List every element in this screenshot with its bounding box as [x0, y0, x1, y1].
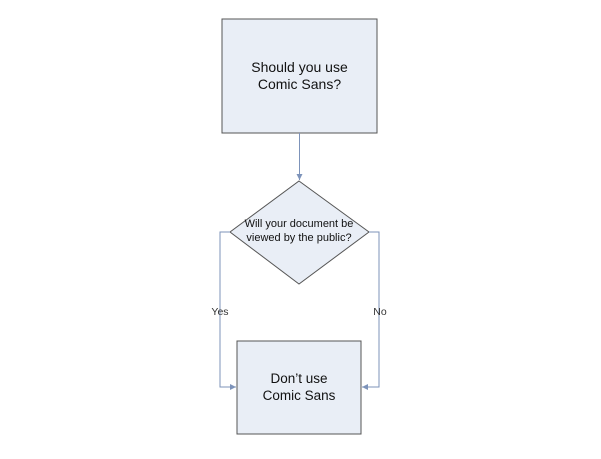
start-box	[221, 18, 378, 134]
yes-edge-label: Yes	[211, 306, 229, 319]
end-box	[236, 340, 362, 435]
no-edge-label: No	[373, 306, 387, 319]
start-box-label: Should you use Comic Sans?	[251, 58, 348, 93]
connector-yes-path	[219, 231, 236, 390]
end-box-label: Don’t use Comic Sans	[262, 370, 336, 403]
decision-diamond-label: Will your document be viewed by the publ…	[244, 218, 354, 244]
decision-diamond	[229, 180, 370, 285]
connector-no-path	[362, 231, 380, 390]
